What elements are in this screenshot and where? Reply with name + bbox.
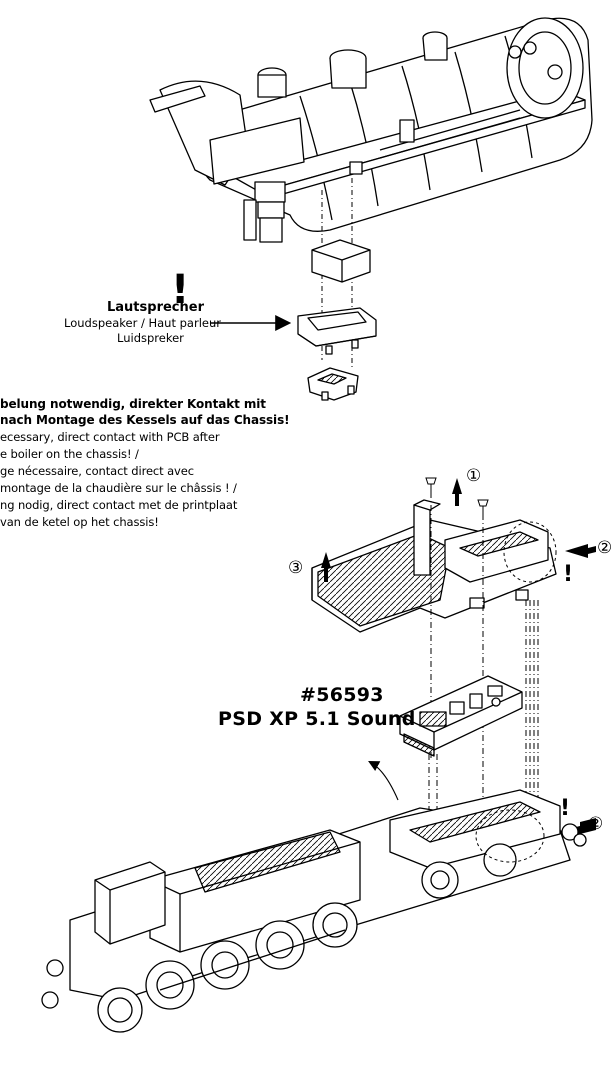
upper-warning-mark: !: [563, 562, 574, 587]
contact-highlight-lower: [475, 809, 545, 863]
chassis: [41, 789, 587, 1033]
warning-line-3: ecessary, direct contact with PCB after: [0, 430, 220, 444]
warning-line-5: ge nécessaire, contact direct avec: [0, 464, 194, 478]
warning-line-7: ng nodig, direct contact met de printpla…: [0, 498, 238, 512]
step-2-marker-lower: ②: [588, 814, 604, 834]
lift-arrows: [321, 478, 462, 582]
warning-line-4: e boiler on the chassis! /: [0, 447, 139, 461]
decoder-name: PSD XP 5.1 Sound: [218, 708, 416, 730]
decoder-board: [399, 675, 523, 757]
warning-line-6: montage de la chaudière sur le châssis !…: [0, 481, 237, 495]
speaker-exclamation-mark: !: [171, 267, 190, 313]
cable-route-arrow: [368, 760, 399, 801]
warning-line-1: belung notwendig, direkter Kontakt mit: [0, 397, 266, 411]
warning-line-8: van de ketel op het chassis!: [0, 515, 159, 529]
screws: [425, 477, 489, 514]
step-3-marker: ③: [288, 558, 304, 578]
push-arrows: [555, 544, 596, 838]
speaker-title: Lautsprecher: [107, 300, 204, 315]
warning-line-2: nach Montage des Kessels auf das Chassis…: [0, 413, 290, 427]
boiler-body: [149, 17, 593, 243]
step-2-marker-upper: ②: [597, 538, 612, 558]
speaker-translation-1: Loudspeaker / Haut parleur: [64, 316, 221, 330]
contact-highlight-upper: [503, 521, 557, 583]
lower-warning-mark: !: [560, 796, 571, 821]
decoder-part-number: #56593: [300, 684, 384, 706]
step-1-marker: ①: [466, 466, 482, 486]
cover-plate: [311, 499, 557, 633]
speaker-translation-2: Luidspreker: [117, 331, 184, 345]
speaker-parts: [297, 239, 377, 401]
